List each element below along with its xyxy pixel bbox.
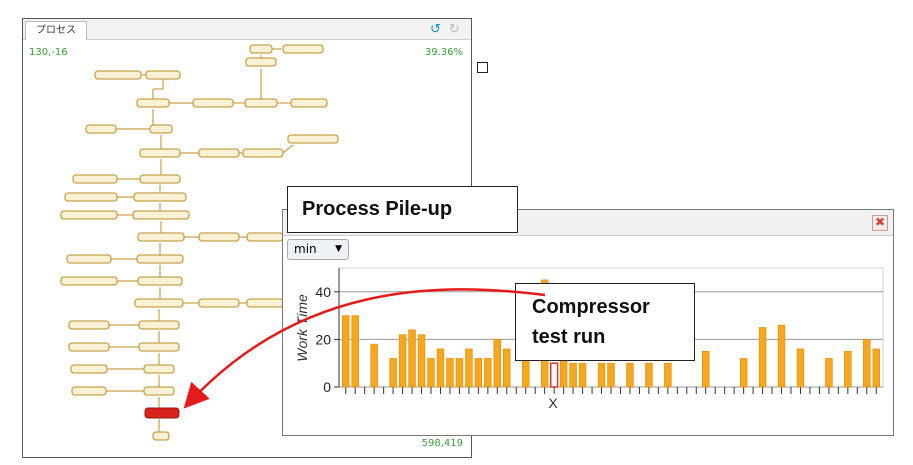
bar [569, 362, 577, 388]
bar-highlighted [549, 362, 559, 388]
redo-icon[interactable]: ↻ [449, 22, 460, 37]
process-node [145, 70, 181, 80]
process-node-end [152, 431, 170, 441]
flow-connector [282, 144, 294, 154]
process-node [242, 148, 284, 158]
bar [351, 315, 359, 388]
compressor-callout: Compressor test run [515, 283, 695, 361]
zoom-level: 39.36% [424, 47, 463, 58]
process-node [138, 320, 180, 330]
tab-process[interactable]: プロセス [25, 21, 87, 40]
bar [417, 334, 426, 388]
process-node [245, 57, 277, 67]
bar [465, 348, 473, 388]
bar [597, 362, 606, 388]
process-node [60, 276, 118, 286]
cursor-coordinates: 130,-16 [29, 47, 68, 58]
process-node [282, 44, 324, 54]
unit-select-value: min [294, 242, 317, 256]
x-axis-label: X [548, 395, 558, 411]
bar [342, 315, 350, 388]
annotation-arrow [183, 288, 546, 409]
bar [825, 358, 833, 388]
bar [389, 358, 397, 388]
process-node [133, 192, 187, 202]
process-node [64, 192, 118, 202]
bar [493, 339, 502, 388]
undo-icon[interactable]: ↺ [430, 22, 441, 37]
process-node [149, 124, 173, 134]
y-tick-label: 0 [323, 379, 331, 395]
process-node [66, 254, 112, 264]
process-node-highlighted [144, 407, 180, 419]
bar [474, 358, 483, 388]
pile-up-title: Process Pile-up [287, 186, 518, 233]
bar [844, 351, 852, 388]
dropdown-arrow-icon: ▼ [335, 244, 342, 254]
callout-line-2: test run [532, 326, 606, 348]
bar [702, 351, 710, 388]
process-node [85, 124, 117, 134]
process-node [290, 98, 328, 108]
process-node [138, 342, 180, 352]
bar [777, 324, 786, 388]
process-node [134, 298, 184, 308]
process-node [137, 232, 185, 242]
bar [408, 329, 416, 388]
bar [446, 358, 454, 388]
bar [872, 348, 880, 388]
process-node [70, 364, 108, 374]
process-node [139, 148, 181, 158]
process-node [143, 386, 175, 396]
y-tick-label: 40 [315, 284, 331, 300]
process-node [68, 342, 110, 352]
process-node [244, 98, 278, 108]
bar [370, 343, 378, 388]
process-node [143, 364, 175, 374]
process-node [192, 98, 234, 108]
bar [455, 358, 464, 388]
bar [503, 348, 511, 388]
bar [626, 362, 634, 388]
bar [578, 362, 587, 388]
process-node [198, 148, 240, 158]
y-tick-label: 20 [315, 331, 331, 347]
process-node [198, 298, 240, 308]
process-flow-diagram [60, 44, 339, 441]
y-axis-label: Work Time [294, 294, 310, 362]
bar [739, 358, 748, 388]
bar [484, 358, 492, 388]
process-node [68, 320, 110, 330]
process-tab-bar: プロセス ↺ ↻ [23, 19, 471, 40]
callout-line-1: Compressor [532, 296, 650, 318]
bar [645, 362, 653, 388]
process-node [136, 98, 170, 108]
close-icon[interactable]: ✖ [872, 215, 888, 231]
process-node [139, 174, 181, 184]
process-node [71, 386, 107, 396]
process-node [249, 44, 273, 54]
process-node [60, 210, 118, 220]
process-node [132, 210, 190, 220]
bar [758, 327, 767, 388]
window-square-icon [477, 62, 488, 73]
bar [427, 358, 435, 388]
bar [607, 362, 615, 388]
bar [664, 362, 672, 388]
unit-select[interactable]: min ▼ [287, 239, 349, 260]
process-node [94, 70, 142, 80]
process-node [72, 174, 118, 184]
process-node [137, 276, 183, 286]
process-node [287, 134, 339, 144]
process-node [136, 254, 184, 264]
bar [398, 334, 407, 388]
bar [796, 348, 805, 388]
process-node [198, 232, 240, 242]
bar [863, 339, 871, 388]
bar [436, 348, 445, 388]
status-counter: 598,419 [421, 438, 463, 449]
